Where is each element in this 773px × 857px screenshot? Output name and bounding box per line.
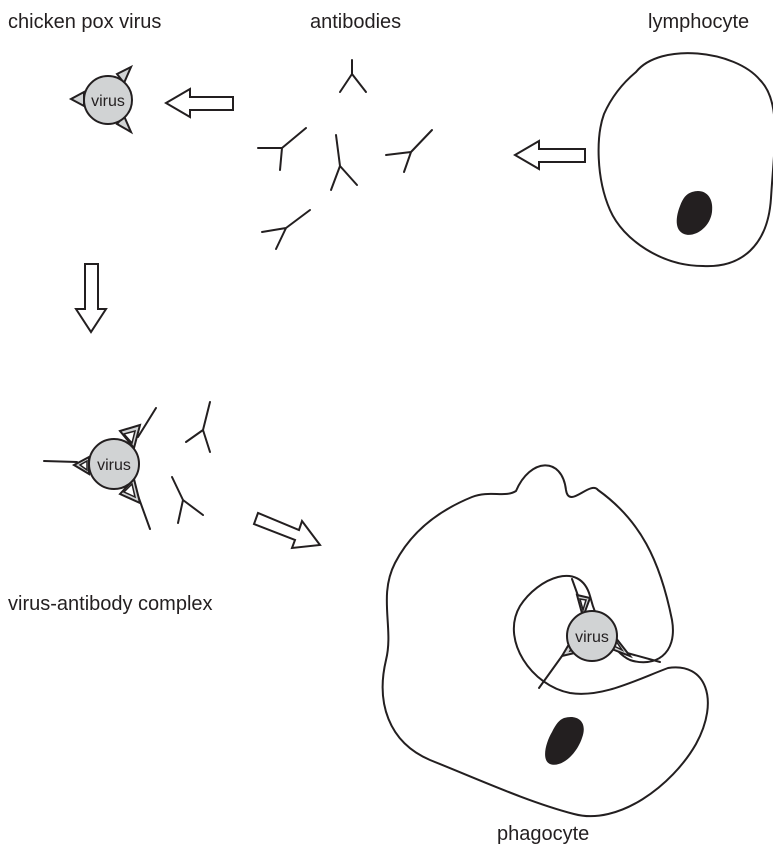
antibody	[386, 130, 432, 172]
antibody	[262, 210, 310, 249]
label-lymphocyte: lymphocyte	[648, 11, 749, 33]
virus-spike	[71, 92, 84, 106]
antibody	[172, 477, 203, 523]
antibody	[340, 60, 366, 92]
label-virus-antibody-complex: virus-antibody complex	[8, 593, 213, 615]
arrow-down-to-complex	[76, 264, 106, 332]
virus-label: virus	[91, 93, 125, 110]
chicken-pox-virus: virus	[71, 67, 132, 132]
arrow-to-phagocyte	[254, 513, 320, 548]
antibody	[186, 402, 210, 452]
phagocyte-membrane	[383, 465, 708, 816]
label-chicken-pox-virus: chicken pox virus	[8, 11, 161, 33]
virus-antibody-complex: virus	[44, 402, 210, 529]
antibody	[258, 128, 306, 170]
phagocyte-cell: virus	[383, 465, 708, 816]
arrow-left-to-antibodies	[515, 141, 585, 169]
lymphocyte-cell	[599, 53, 773, 266]
label-phagocyte: phagocyte	[497, 823, 589, 845]
antibodies-group	[258, 60, 432, 249]
antibody	[331, 135, 357, 190]
label-antibodies: antibodies	[310, 11, 401, 33]
virus-label: virus	[575, 629, 609, 646]
virus-label: virus	[97, 457, 131, 474]
arrow-left-to-virus	[166, 89, 233, 117]
